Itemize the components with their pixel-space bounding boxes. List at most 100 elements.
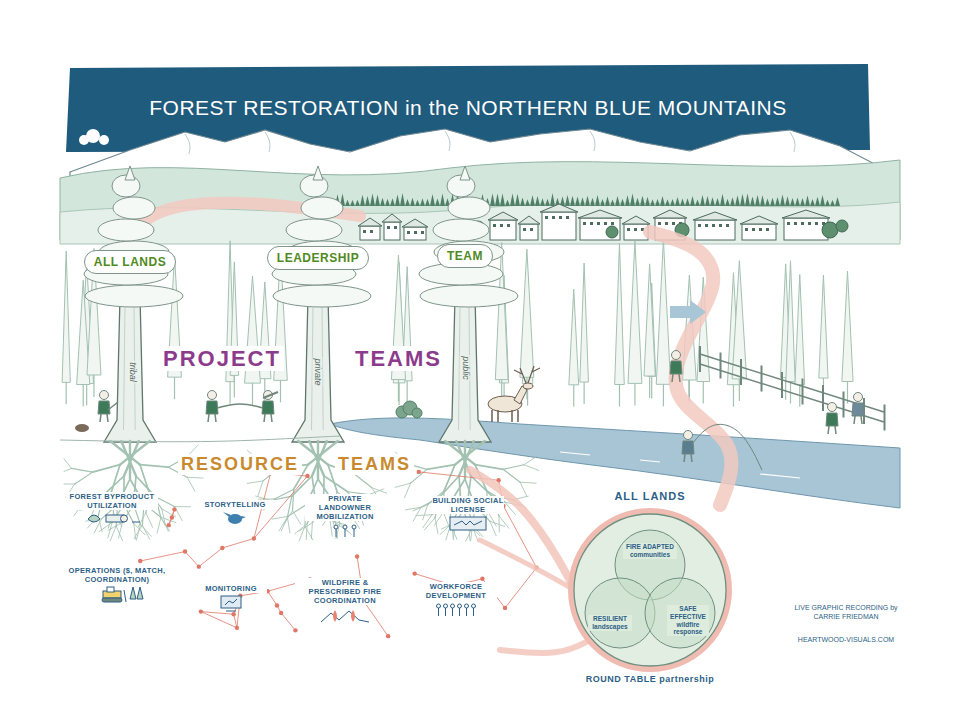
- person-leg: [208, 414, 209, 422]
- snowy-branch: [420, 285, 518, 307]
- snow-ridge: [590, 131, 595, 151]
- window: [407, 231, 410, 234]
- root: [110, 526, 116, 541]
- network-dot: [138, 559, 142, 563]
- root: [308, 441, 338, 465]
- resource-label: OPERATIONS ($, MATCH, COORDINATION): [62, 566, 172, 584]
- distant-tree: [620, 199, 625, 206]
- root: [395, 483, 410, 487]
- person-leg: [835, 426, 836, 434]
- distant-tree: [545, 199, 550, 206]
- distant-tree: [525, 199, 530, 206]
- figure-head: [465, 604, 469, 608]
- person-body: [206, 401, 218, 414]
- window: [604, 222, 607, 225]
- resource-label: PRIVATE LANDOWNER MOBILIZATION: [305, 494, 385, 521]
- people-icon: [334, 525, 356, 537]
- distant-tree: [430, 194, 435, 206]
- distant-tree: [680, 198, 685, 206]
- person-leg: [861, 416, 862, 424]
- tree-crown: [520, 249, 534, 377]
- roof: [488, 212, 518, 220]
- fence-post: [740, 359, 742, 385]
- elk-antler: [532, 368, 540, 372]
- root: [311, 523, 312, 539]
- fence-post: [843, 392, 845, 418]
- sign-text: TEAM: [447, 249, 483, 263]
- distant-tree: [420, 198, 425, 206]
- person-leg: [691, 454, 692, 462]
- sign-text: ALL LANDS: [94, 255, 166, 269]
- direction-arrow: [670, 300, 706, 324]
- root: [146, 513, 153, 528]
- window: [597, 222, 600, 225]
- network-dot: [412, 571, 416, 575]
- figure-body: [459, 608, 460, 616]
- distant-tree: [730, 197, 735, 206]
- roof: [578, 210, 622, 218]
- window: [665, 222, 668, 225]
- distant-tree: [350, 200, 355, 206]
- window: [745, 228, 748, 231]
- dozer-track: [102, 598, 122, 602]
- root: [247, 481, 263, 484]
- figure-head: [451, 604, 455, 608]
- network-dot: [503, 606, 507, 610]
- town-tree: [606, 226, 618, 238]
- root: [520, 482, 527, 496]
- person: [826, 403, 838, 435]
- root: [174, 506, 190, 507]
- figure-body: [438, 608, 439, 616]
- distant-tree: [675, 197, 680, 206]
- root: [155, 497, 174, 507]
- window: [627, 228, 630, 231]
- network-dot: [167, 523, 171, 527]
- cloud-icon: [86, 129, 100, 143]
- root: [423, 505, 428, 520]
- flow-swoosh: [650, 232, 731, 505]
- distant-tree: [395, 194, 400, 206]
- person-leg: [679, 374, 680, 382]
- distant-tree: [625, 195, 630, 206]
- arm: [108, 402, 118, 410]
- distant-tree: [670, 199, 675, 206]
- window: [530, 228, 533, 231]
- window: [794, 222, 797, 225]
- resource-label: WILDFIRE & PRESCRIBED FIRE COORDINATION: [295, 578, 395, 605]
- tree-crown: [615, 243, 625, 384]
- hat-brim: [263, 392, 278, 398]
- figure-body: [336, 529, 337, 537]
- house: [695, 220, 735, 240]
- round-table-circle: ALL LANDSROUND TABLE partnershipFIRE ADA…: [570, 490, 730, 690]
- window: [394, 226, 397, 229]
- venn-circle-shape: [645, 578, 715, 648]
- root: [293, 511, 301, 525]
- network-link: [199, 548, 223, 567]
- window: [590, 222, 593, 225]
- ridge: [321, 611, 369, 622]
- fire-icon: [321, 610, 369, 622]
- distant-tree: [720, 194, 725, 206]
- root: [279, 517, 287, 531]
- distant-tree: [570, 196, 575, 206]
- network-dot: [496, 478, 500, 482]
- tree-trunk: [104, 296, 156, 442]
- distant-tree: [535, 196, 540, 206]
- root: [475, 465, 503, 470]
- fence: [700, 346, 885, 431]
- snow-ridge: [790, 132, 795, 152]
- person: [670, 351, 682, 383]
- elk-leg: [511, 410, 513, 422]
- window: [759, 228, 762, 231]
- big-tree: [272, 166, 371, 442]
- root: [288, 505, 306, 516]
- root: [64, 468, 72, 471]
- fence-post: [699, 346, 701, 372]
- round-table-circle-shape: [574, 514, 726, 666]
- snowy-branch: [98, 219, 154, 241]
- distant-tree: [505, 200, 510, 206]
- network-dot: [279, 611, 283, 615]
- distant-tree: [380, 198, 385, 206]
- house: [742, 224, 776, 240]
- snowy-branch: [286, 219, 342, 241]
